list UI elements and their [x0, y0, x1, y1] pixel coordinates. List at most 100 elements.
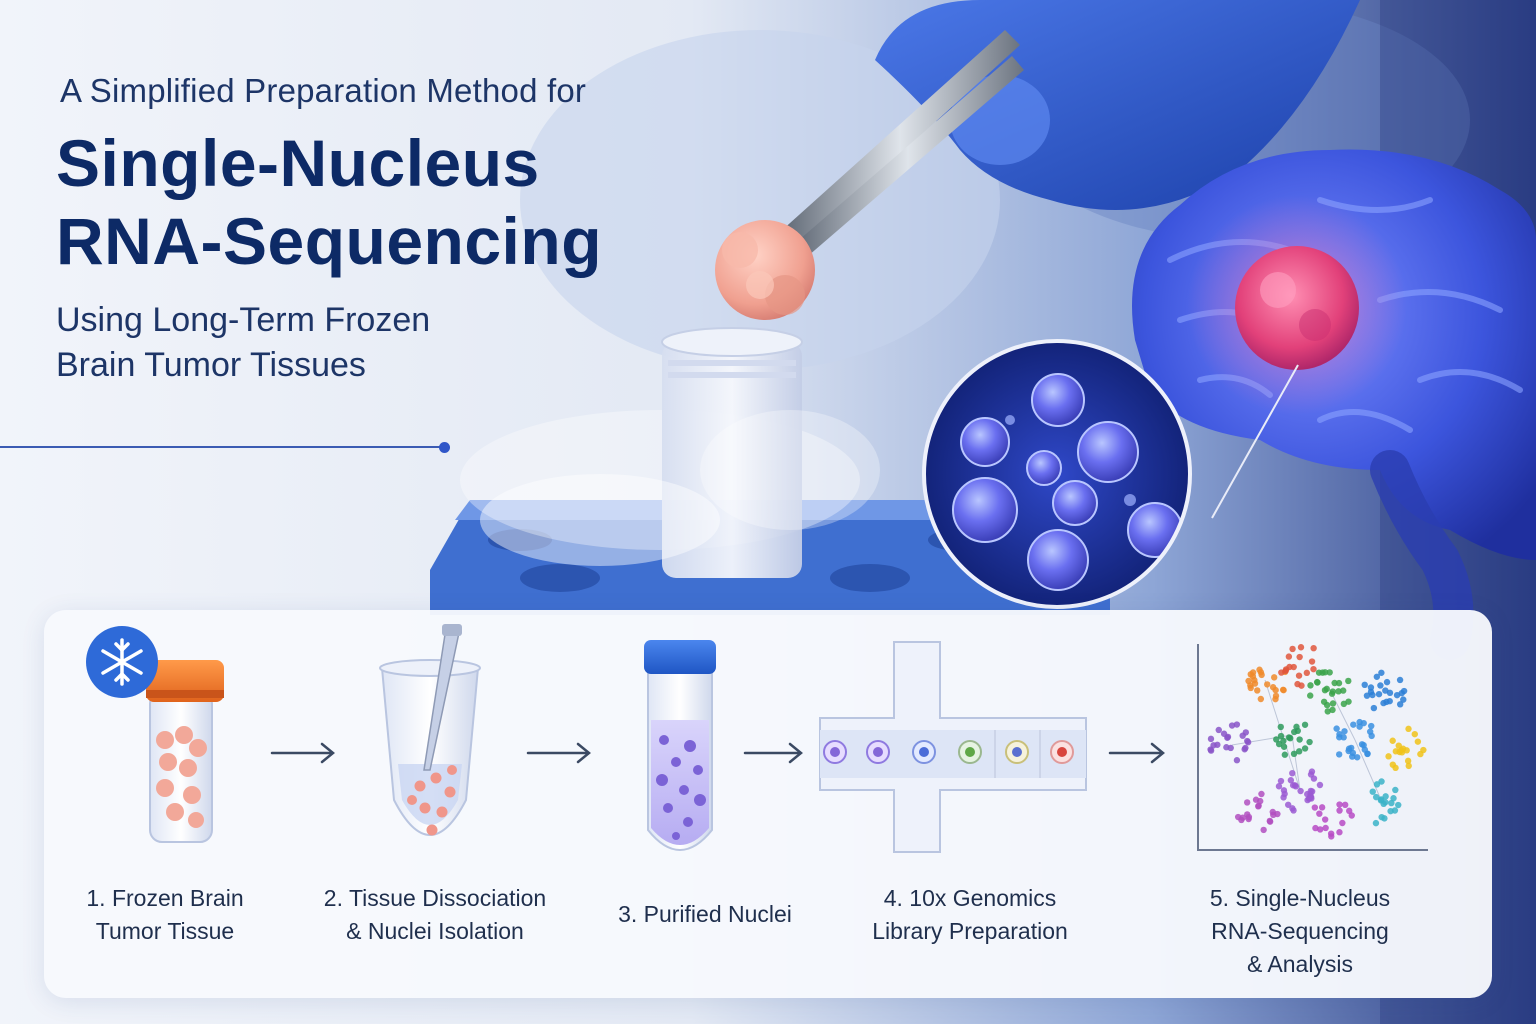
step-2-label-line-1: 2. Tissue Dissociation: [323, 885, 547, 911]
cluster-dot: [1281, 751, 1289, 758]
cluster-dot: [1403, 747, 1410, 754]
frozen-tube: [460, 327, 880, 578]
step-4-label: 4. 10x Genomics Library Preparation: [840, 882, 1100, 948]
divider-dot: [439, 442, 450, 453]
cluster-dot: [1291, 728, 1298, 736]
cluster-dot: [1285, 653, 1293, 660]
cluster-dot: [1306, 738, 1313, 746]
cluster-dot: [1281, 790, 1288, 798]
cluster-dot: [1301, 745, 1309, 752]
step-1-label: 1. Frozen Brain Tumor Tissue: [60, 882, 270, 948]
cluster-dot: [1345, 677, 1352, 685]
cluster-dot: [1277, 723, 1284, 731]
cluster-dot: [1278, 669, 1285, 676]
cluster-dot: [1383, 678, 1391, 686]
tube-pipette-icon: [379, 624, 481, 836]
cluster-link: [1354, 739, 1383, 803]
cluster-dot: [1301, 721, 1309, 728]
subtitle: Using Long-Term Frozen Brain Tumor Tissu…: [56, 298, 756, 388]
cluster-plot-icon: [1197, 644, 1428, 851]
cluster-dot: [1238, 816, 1245, 824]
step-2-label-line-2: & Nuclei Isolation: [346, 918, 524, 944]
cluster-dot: [1289, 782, 1297, 789]
cluster-dot: [1296, 653, 1303, 661]
cluster-dot: [1340, 700, 1348, 708]
step-5-label-line-3: & Analysis: [1246, 951, 1354, 977]
main-title-line-2: RNA-Sequencing: [56, 204, 603, 278]
cluster-dot: [1266, 817, 1274, 825]
cluster-dot: [1280, 686, 1287, 694]
subtitle-line-1: Using Long-Term Frozen: [56, 301, 431, 339]
cluster-dot: [1294, 680, 1301, 688]
cluster-dot: [1333, 725, 1340, 732]
cluster-dot: [1322, 824, 1329, 832]
cluster-dot: [1392, 748, 1400, 755]
cluster-dot: [1280, 743, 1288, 750]
cluster-dot: [1295, 748, 1303, 755]
cluster-dot: [1310, 775, 1318, 782]
cluster-dot: [1295, 672, 1303, 679]
cluster-dot: [1398, 747, 1405, 754]
tweezers: [780, 30, 1024, 256]
cluster-dot: [1350, 721, 1357, 728]
cluster-dot: [1207, 746, 1214, 753]
cluster-dot: [1275, 783, 1283, 790]
cluster-dot: [1285, 734, 1293, 741]
cluster-dot: [1396, 701, 1404, 708]
cluster-dot: [1313, 678, 1321, 686]
cluster-dot: [1224, 733, 1232, 741]
cluster-dot: [1247, 684, 1254, 692]
cluster-dot: [1257, 695, 1265, 703]
cluster-dot: [1369, 691, 1376, 699]
cluster-dot: [1369, 788, 1376, 795]
cluster-dot: [1272, 686, 1279, 694]
cluster-dot: [1327, 830, 1335, 837]
cluster-dot: [1242, 744, 1249, 752]
cluster-dot: [1345, 747, 1352, 755]
cluster-dot: [1289, 805, 1296, 812]
cluster-dot: [1256, 666, 1263, 673]
cluster-dot: [1414, 738, 1422, 745]
cluster-dot: [1400, 696, 1407, 703]
cluster-dot: [1367, 684, 1375, 691]
cluster-link: [1329, 689, 1356, 741]
cluster-dot: [1243, 799, 1251, 806]
snowflake-icon: [101, 638, 143, 686]
cluster-dot: [1321, 686, 1329, 694]
arrow-1: [270, 742, 335, 764]
cluster-dot: [1361, 681, 1368, 689]
tissue-sample: [715, 220, 815, 320]
cluster-dot: [1297, 787, 1304, 795]
cluster-dot: [1420, 746, 1427, 754]
cluster-dot: [1282, 666, 1290, 673]
cluster-dot: [1316, 826, 1324, 833]
cluster-dot: [1405, 725, 1412, 733]
nuclei-tube-icon: [644, 640, 716, 851]
main-title-line-1: Single-Nucleus: [56, 126, 540, 200]
cell-inset: [922, 339, 1192, 609]
arrow-2: [526, 742, 591, 764]
cluster-dot: [1307, 692, 1314, 699]
cluster-dot: [1335, 688, 1342, 695]
cluster-dot: [1373, 781, 1381, 788]
cluster-dot: [1255, 802, 1262, 809]
cluster-dot: [1326, 669, 1333, 676]
cluster-dot: [1245, 815, 1252, 823]
cluster-dot: [1287, 777, 1295, 784]
cluster-dot: [1289, 769, 1296, 777]
cluster-dot: [1215, 726, 1222, 734]
arrow-3: [743, 742, 803, 764]
cluster-dot: [1372, 793, 1380, 801]
cluster-dot: [1214, 741, 1221, 748]
cluster-dot: [1341, 801, 1349, 809]
brain: [1132, 149, 1536, 660]
step-3-label-line-1: 3. Purified Nuclei: [618, 901, 792, 927]
cluster-dot: [1373, 673, 1381, 680]
cluster-dot: [1341, 728, 1348, 735]
cluster-dot: [1264, 681, 1271, 688]
cluster-dot: [1368, 722, 1375, 730]
cluster-dot: [1321, 669, 1329, 676]
cluster-dot: [1395, 742, 1402, 749]
cluster-dot: [1316, 810, 1323, 817]
